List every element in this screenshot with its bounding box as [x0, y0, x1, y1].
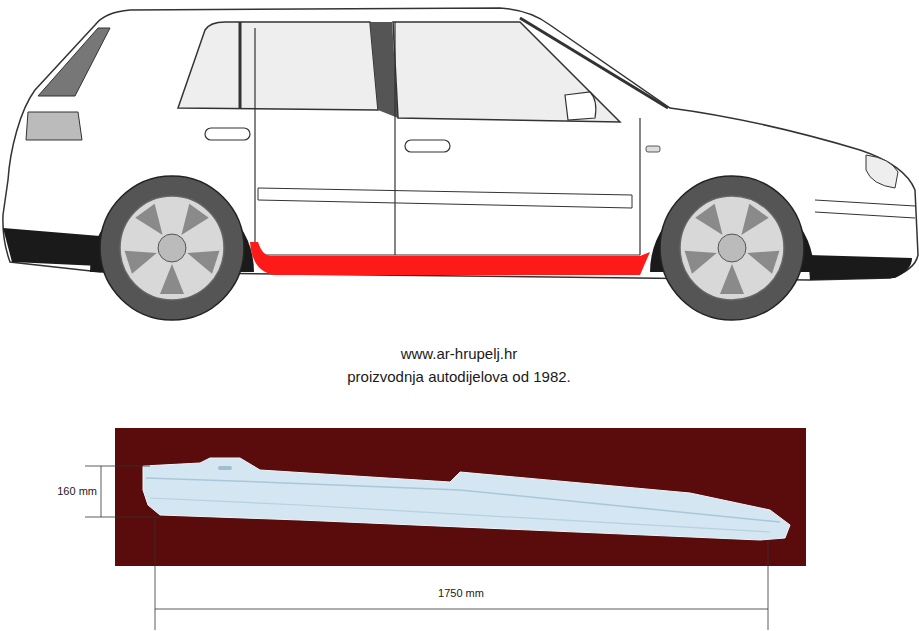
- hub: [158, 234, 186, 262]
- side-trim-strip: [258, 188, 632, 208]
- sill-part-crease: [150, 498, 770, 532]
- spoke-gap: [125, 242, 161, 274]
- spoke-gap: [184, 242, 220, 274]
- tagline-text: proizvodnja autodijelova od 1982.: [347, 368, 571, 386]
- sill-part-crease: [146, 478, 780, 522]
- sill-part: [143, 458, 790, 540]
- bumper-line: [815, 200, 915, 206]
- hub: [718, 234, 746, 262]
- door-line: [639, 118, 640, 255]
- dimension-line: [155, 517, 156, 630]
- door-line: [394, 22, 395, 255]
- spoke-gap: [744, 242, 780, 274]
- website-text: www.ar-hrupelj.hr: [401, 345, 518, 363]
- door-handle: [205, 128, 250, 140]
- dimension-label: 1750 mm: [438, 587, 484, 600]
- photo-background: [115, 428, 806, 566]
- headlight: [866, 155, 898, 188]
- rim: [120, 196, 224, 300]
- spoke-gap: [685, 242, 721, 274]
- rim-spokes: [685, 204, 780, 294]
- mirror: [565, 92, 596, 120]
- tail-light: [26, 112, 82, 140]
- window-divider: [239, 22, 242, 109]
- rim-spokes: [125, 204, 220, 294]
- tire: [100, 176, 244, 320]
- bumper-line: [815, 212, 915, 218]
- spoke-gap: [720, 264, 744, 294]
- windshield-edge: [520, 18, 668, 108]
- front-bumper-trim: [808, 255, 912, 280]
- highlighted-sill: [250, 242, 650, 275]
- dimension-line: [155, 609, 768, 610]
- rear-door-window: [178, 22, 378, 110]
- dimension-label: 160 mm: [57, 485, 97, 498]
- dimension-line: [85, 466, 150, 467]
- spoke-gap: [160, 264, 184, 294]
- door-handle: [405, 140, 450, 152]
- front-door-window: [393, 22, 620, 122]
- dimension-line: [85, 517, 160, 518]
- door-line: [255, 255, 640, 256]
- dimension-line: [768, 540, 769, 630]
- side-marker: [646, 146, 660, 152]
- rim: [680, 196, 784, 300]
- rear-bumper-trim: [3, 228, 100, 266]
- sill-part-slot: [218, 466, 232, 470]
- rear-quarter-window: [38, 28, 110, 96]
- dimension-line: [101, 466, 102, 517]
- door-line: [254, 28, 255, 255]
- tire: [660, 176, 804, 320]
